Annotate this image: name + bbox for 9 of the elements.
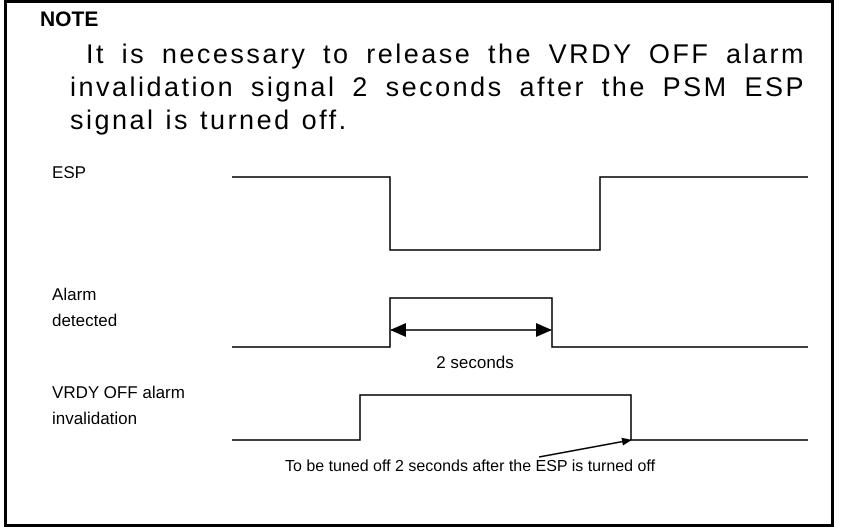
signal-name: VRDY OFF alarm invalidation: [52, 382, 186, 430]
signal-name: ESP: [52, 162, 88, 184]
note-heading: NOTE: [40, 8, 98, 32]
signal-waveform: [232, 394, 808, 441]
duration-label: 2 seconds: [435, 352, 515, 374]
leader-line: [538, 438, 632, 458]
annotation-text: To be tuned off 2 seconds after the ESP is turned off: [284, 457, 656, 477]
note-text: It is necessary to release the VRDY OFF alarm invalidation signal 2 seconds after the PSM ESP signal is turned off.: [70, 38, 806, 137]
signal-name: Alarm detected: [52, 284, 118, 332]
